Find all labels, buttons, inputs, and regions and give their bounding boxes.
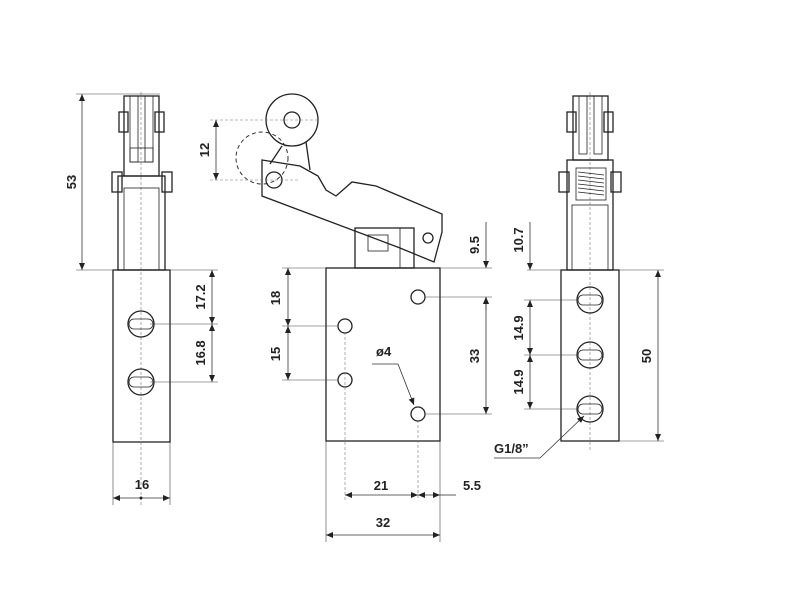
- dim-right-body-height: 50: [639, 349, 654, 363]
- dim-hole-x: 21: [374, 478, 388, 493]
- dim-mid-width: 32: [376, 515, 390, 530]
- right-view: 10.7 14.9 14.9 50 G1/8”: [494, 92, 664, 459]
- hole-top-right: [410, 289, 426, 305]
- hole-mid-left: [337, 318, 353, 334]
- thread-label: G1/8”: [494, 441, 529, 456]
- dim-roller-offset: 12: [197, 143, 212, 157]
- dim-left-height: 53: [64, 175, 79, 189]
- dim-lever-offset: 10.7: [511, 227, 526, 252]
- dim-port-spacing-upper: 18: [268, 291, 283, 305]
- middle-view: 12 18 15 ø4 9.5 33 21 5.5 32: [197, 93, 492, 542]
- hole-bottom-right: [410, 406, 426, 422]
- dim-hole-diameter: ø4: [376, 344, 392, 359]
- left-view: 53 17.2 16.8 16: [64, 92, 218, 505]
- dim-right-port-spacing-lower: 14.9: [511, 369, 526, 394]
- dim-hole-edge: 5.5: [463, 478, 481, 493]
- dim-right-port-spacing-upper: 14.9: [511, 315, 526, 340]
- dim-left-upper-spacing: 17.2: [193, 284, 208, 309]
- dim-port-to-top: 9.5: [467, 236, 482, 254]
- dim-body-height: 33: [467, 349, 482, 363]
- dim-port-spacing-lower: 15: [268, 347, 283, 361]
- dim-left-width: 16: [135, 477, 149, 492]
- dim-left-lower-spacing: 16.8: [193, 340, 208, 365]
- spring: [575, 167, 607, 201]
